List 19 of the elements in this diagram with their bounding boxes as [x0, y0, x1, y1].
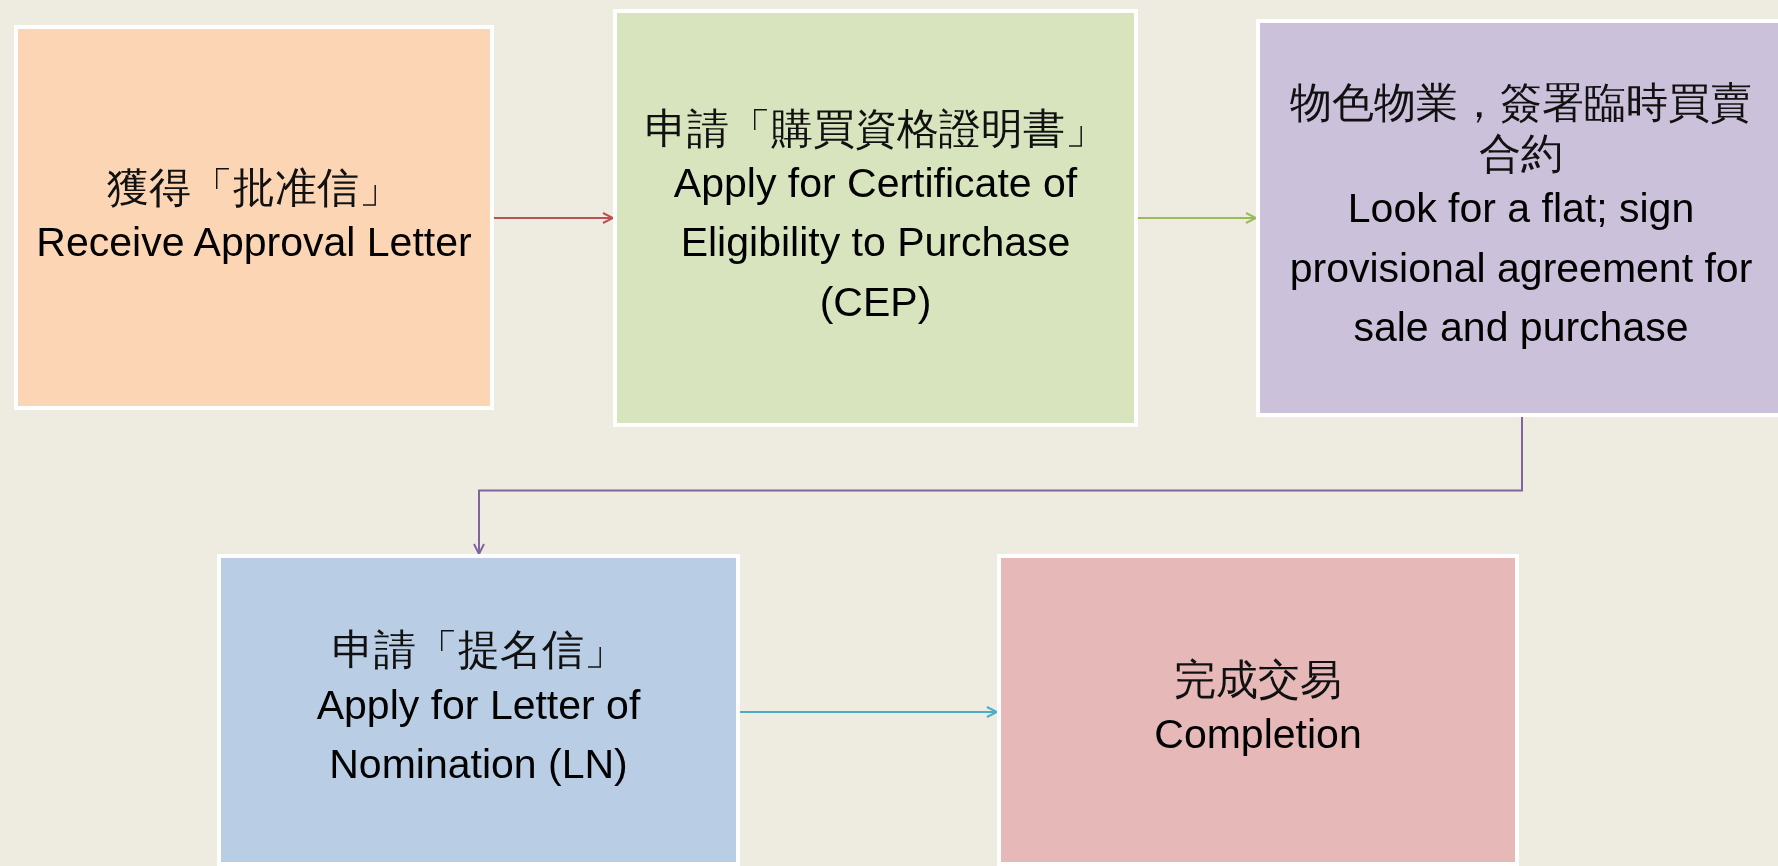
english-label: Completion: [1154, 710, 1362, 760]
arrow: [1137, 212, 1257, 224]
process-box: [613, 9, 1138, 427]
chinese-label: 完成交易: [1174, 655, 1342, 706]
process-box: [997, 554, 1519, 866]
chinese-label: 獲得「批准信」: [107, 162, 401, 213]
arrow: [473, 416, 1523, 555]
chinese-label: 物色物業，簽署臨時買賣合約: [1289, 78, 1753, 180]
chinese-label: 申請「提名信」: [331, 625, 626, 676]
arrow: [739, 706, 998, 718]
arrow: [493, 212, 614, 224]
process-box: [1256, 19, 1778, 417]
english-label: Look for a flat; sign provisional agreement for sale and purchase: [1288, 184, 1754, 353]
english-label: Apply for Certificate of Eligibility to Purchase (CEP): [672, 159, 1079, 327]
english-label: Receive Approval Letter: [36, 217, 472, 267]
process-box: [14, 25, 494, 410]
chinese-label: 申請「購買資格證明書」: [644, 103, 1107, 155]
english-label: Apply for Letter of Nomination (LN): [315, 680, 642, 790]
process-box: [217, 554, 740, 866]
